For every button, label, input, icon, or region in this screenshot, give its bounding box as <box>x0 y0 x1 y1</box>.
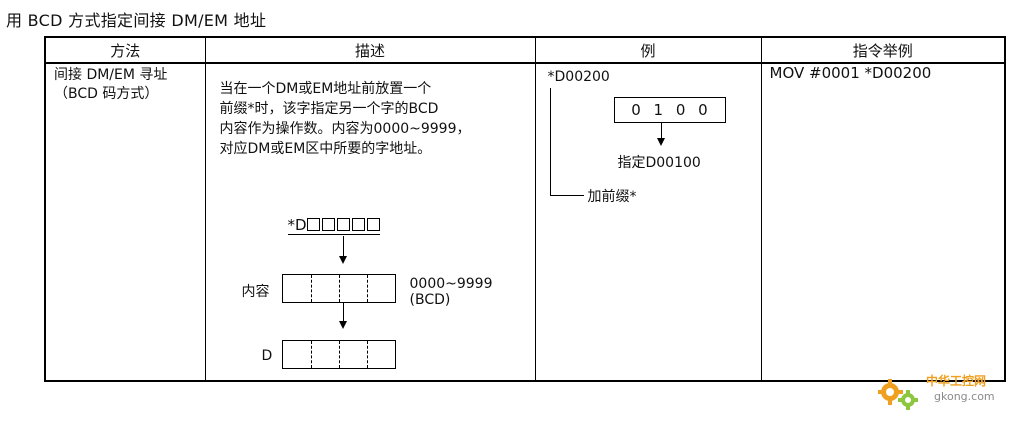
description-line: 内容作为操作数。内容为0000~9999， <box>219 121 471 137</box>
example-cell: *D00200 加前缀* 0 1 0 0 指定D00100 <box>534 62 762 382</box>
digit-box-icon <box>306 218 320 231</box>
instruction-example: MOV #0001 *D00200 <box>769 64 932 82</box>
arrow-down-icon <box>338 256 347 264</box>
description-cell: 当在一个DM或EM地址前放置一个 前缀*时，该字指定另一个字的BCD 内容作为操… <box>204 62 536 382</box>
example-address: *D00200 <box>547 69 610 85</box>
header-method: 方法 <box>44 36 206 64</box>
target-label: D <box>261 348 273 364</box>
arrow-line <box>342 302 344 322</box>
arrow-down-icon <box>656 138 665 146</box>
bracket-line <box>549 88 551 195</box>
target-word-box <box>281 340 396 369</box>
description-line: 对应DM或EM区中所要的字地址。 <box>219 141 432 157</box>
example-value-box: 0 1 0 0 <box>613 97 726 123</box>
designated-address: 指定D00100 <box>617 155 701 171</box>
watermark-logo: 中华工控网 gkong.com <box>877 370 1008 410</box>
method-cell: 间接 DM/EM 寻址 （BCD 码方式） <box>44 62 206 382</box>
instruction-cell: MOV #0001 *D00200 <box>760 62 1006 382</box>
arrow-down-icon <box>338 321 347 329</box>
header-description: 描述 <box>204 36 536 64</box>
digit-box-icon <box>351 218 365 231</box>
header-instruction: 指令举例 <box>760 36 1006 64</box>
description-text: 当在一个DM或EM地址前放置一个 前缀*时，该字指定另一个字的BCD 内容作为操… <box>220 79 520 159</box>
header-example: 例 <box>534 36 762 64</box>
content-label: 内容 <box>241 284 270 300</box>
watermark-site-cn: 中华工控网 <box>926 374 987 388</box>
method-name: 间接 DM/EM 寻址 <box>54 67 168 83</box>
table-header-row: 方法 描述 例 指令举例 <box>44 36 1006 64</box>
bracket-line <box>549 195 584 196</box>
digit-box-icon <box>321 218 335 231</box>
digit-box-icon <box>366 218 380 231</box>
description-line: 当在一个DM或EM地址前放置一个 <box>219 81 432 97</box>
digit-box-icon <box>336 218 350 231</box>
content-word-box <box>281 274 396 303</box>
gear-icon <box>877 379 918 410</box>
range-unit: (BCD) <box>409 292 451 308</box>
arrow-line <box>342 236 344 256</box>
arrow-line <box>660 123 662 139</box>
bcd-range: 0000~9999 (BCD) <box>410 276 493 308</box>
pointer-prefix: *D <box>287 216 307 234</box>
prefix-note: 加前缀* <box>587 189 637 205</box>
page-title: 用 BCD 方式指定间接 DM/EM 地址 <box>6 11 267 30</box>
pointer-address: *D <box>287 216 380 235</box>
table-row: 间接 DM/EM 寻址 （BCD 码方式） 当在一个DM或EM地址前放置一个 前… <box>44 62 1006 382</box>
description-line: 前缀*时，该字指定另一个字的BCD <box>219 101 439 117</box>
method-mode: （BCD 码方式） <box>54 86 159 102</box>
pointer-underline: *D <box>287 216 380 235</box>
addressing-table: 方法 描述 例 指令举例 间接 DM/EM 寻址 （BCD 码方式） 当在一个D… <box>44 36 1006 382</box>
watermark-site-url: gkong.com <box>934 390 995 403</box>
range-value: 0000~9999 <box>409 276 493 292</box>
